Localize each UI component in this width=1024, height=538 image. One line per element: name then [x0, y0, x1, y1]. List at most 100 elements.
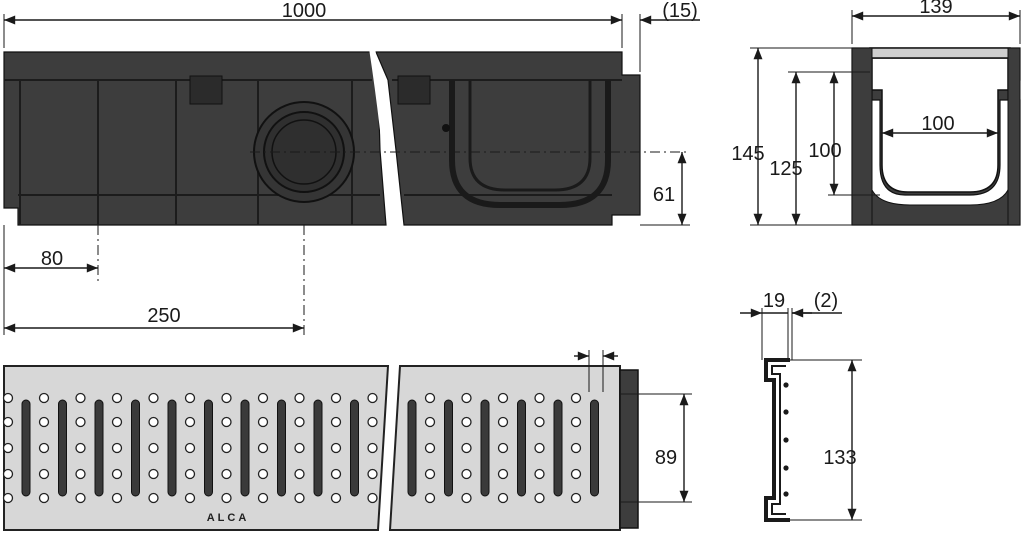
- grate-slot: [407, 399, 417, 497]
- grate-top-view: ALCA: [2, 365, 639, 531]
- grate-hole: [184, 416, 196, 428]
- grate-hole: [38, 392, 50, 404]
- dimension-100-depth: 100: [808, 71, 880, 196]
- grate-hole: [330, 442, 342, 454]
- grate-hole: [294, 416, 305, 428]
- grate-hole: [424, 468, 436, 480]
- grate-hole: [148, 416, 159, 428]
- grate-hole: [367, 492, 378, 504]
- grate-slot: [553, 399, 563, 497]
- grate-slot: [517, 399, 526, 497]
- grate-hole: [75, 442, 86, 454]
- grate-hole: [257, 392, 269, 404]
- dim-outlet-height: 61: [653, 184, 675, 206]
- grate-hole: [221, 442, 232, 454]
- grate-slot: [444, 399, 453, 497]
- grate-hole: [38, 442, 50, 454]
- grate-hole: [570, 468, 582, 480]
- grate-hole: [75, 492, 86, 504]
- grate-hole: [497, 442, 509, 454]
- grate-hole: [461, 492, 472, 504]
- grate-hole: [111, 416, 123, 428]
- dim-overhang: (15): [662, 0, 698, 22]
- grate-slot: [480, 399, 490, 497]
- grate-hole: [221, 392, 232, 404]
- grate-hole: [570, 392, 582, 404]
- dimension-19: 19 (2): [740, 290, 842, 360]
- dimension-145: 145: [731, 47, 852, 226]
- dim-grate-thickness: 19: [763, 290, 785, 312]
- grate-hole: [148, 492, 159, 504]
- dimension-61: 61: [640, 152, 690, 226]
- grate-hole: [424, 392, 436, 404]
- grate-hole: [424, 492, 436, 504]
- channel-side-view: [3, 47, 690, 229]
- dim-total-length: 1000: [282, 0, 327, 22]
- grate-hole: [184, 468, 196, 480]
- grate-hole: [257, 442, 269, 454]
- dim-grate-height: 133: [823, 447, 856, 469]
- dimension-80: 80: [3, 225, 99, 335]
- dimension-100-width: 100: [882, 113, 998, 138]
- dim-top-width: 139: [919, 0, 952, 18]
- grate-hole: [75, 416, 86, 428]
- grate-hole: [424, 442, 436, 454]
- dim-total-height: 145: [731, 143, 764, 165]
- grate-hole: [2, 392, 14, 404]
- grate-hole: [330, 416, 342, 428]
- grate-section: [764, 358, 790, 522]
- dimension-133: 133: [790, 359, 862, 521]
- grate-slot: [21, 399, 31, 497]
- grate-slot: [277, 399, 286, 497]
- grate-slot: [590, 399, 599, 497]
- grate-hole: [75, 392, 86, 404]
- grate-hole: [38, 492, 50, 504]
- grate-hole: [461, 468, 472, 480]
- grate-hole: [111, 492, 123, 504]
- grate-hole: [257, 492, 269, 504]
- grate-hole: [2, 416, 14, 428]
- grate-hole: [534, 416, 545, 428]
- grate-hole: [111, 468, 123, 480]
- grate-hole: [148, 442, 159, 454]
- grate-slot: [167, 399, 177, 497]
- grate-hole: [111, 442, 123, 454]
- grate-slot: [94, 399, 104, 497]
- grate-hole: [38, 468, 50, 480]
- dimension-250: 250: [4, 225, 305, 335]
- grate-hole: [221, 468, 232, 480]
- dim-grate-width: 89: [655, 447, 677, 469]
- grate-hole: [330, 468, 342, 480]
- grate-hole: [184, 392, 196, 404]
- grate-hole: [461, 416, 472, 428]
- grate-hole: [111, 392, 123, 404]
- dim-height-125: 125: [769, 158, 802, 180]
- dimension-1000: 1000 (15): [3, 0, 700, 72]
- grate-hole: [534, 392, 545, 404]
- grate-hole: [148, 392, 159, 404]
- grate-hole: [497, 468, 509, 480]
- grate-hole: [534, 492, 545, 504]
- grate-hole: [221, 492, 232, 504]
- grate-hole: [367, 416, 378, 428]
- grate-hole: [257, 468, 269, 480]
- dim-inner-depth: 100: [808, 140, 841, 162]
- grate-hole: [570, 416, 582, 428]
- grate-slots: [2, 392, 599, 504]
- grate-hole: [257, 416, 269, 428]
- channel-cross-section: [851, 47, 1021, 226]
- grate-hole: [330, 492, 342, 504]
- grate-slot: [204, 399, 213, 497]
- grate-hole: [2, 442, 14, 454]
- dim-inner-width: 100: [921, 113, 954, 135]
- grate-slot: [240, 399, 250, 497]
- grate-hole: [294, 468, 305, 480]
- dimension-grate-edge: [574, 350, 618, 392]
- grate-hole: [424, 416, 436, 428]
- grate-hole: [2, 492, 14, 504]
- grate-hole: [148, 468, 159, 480]
- grate-slot: [131, 399, 140, 497]
- grate-hole: [367, 392, 378, 404]
- dim-grate-gap: (2): [814, 290, 838, 312]
- grate-hole: [294, 442, 305, 454]
